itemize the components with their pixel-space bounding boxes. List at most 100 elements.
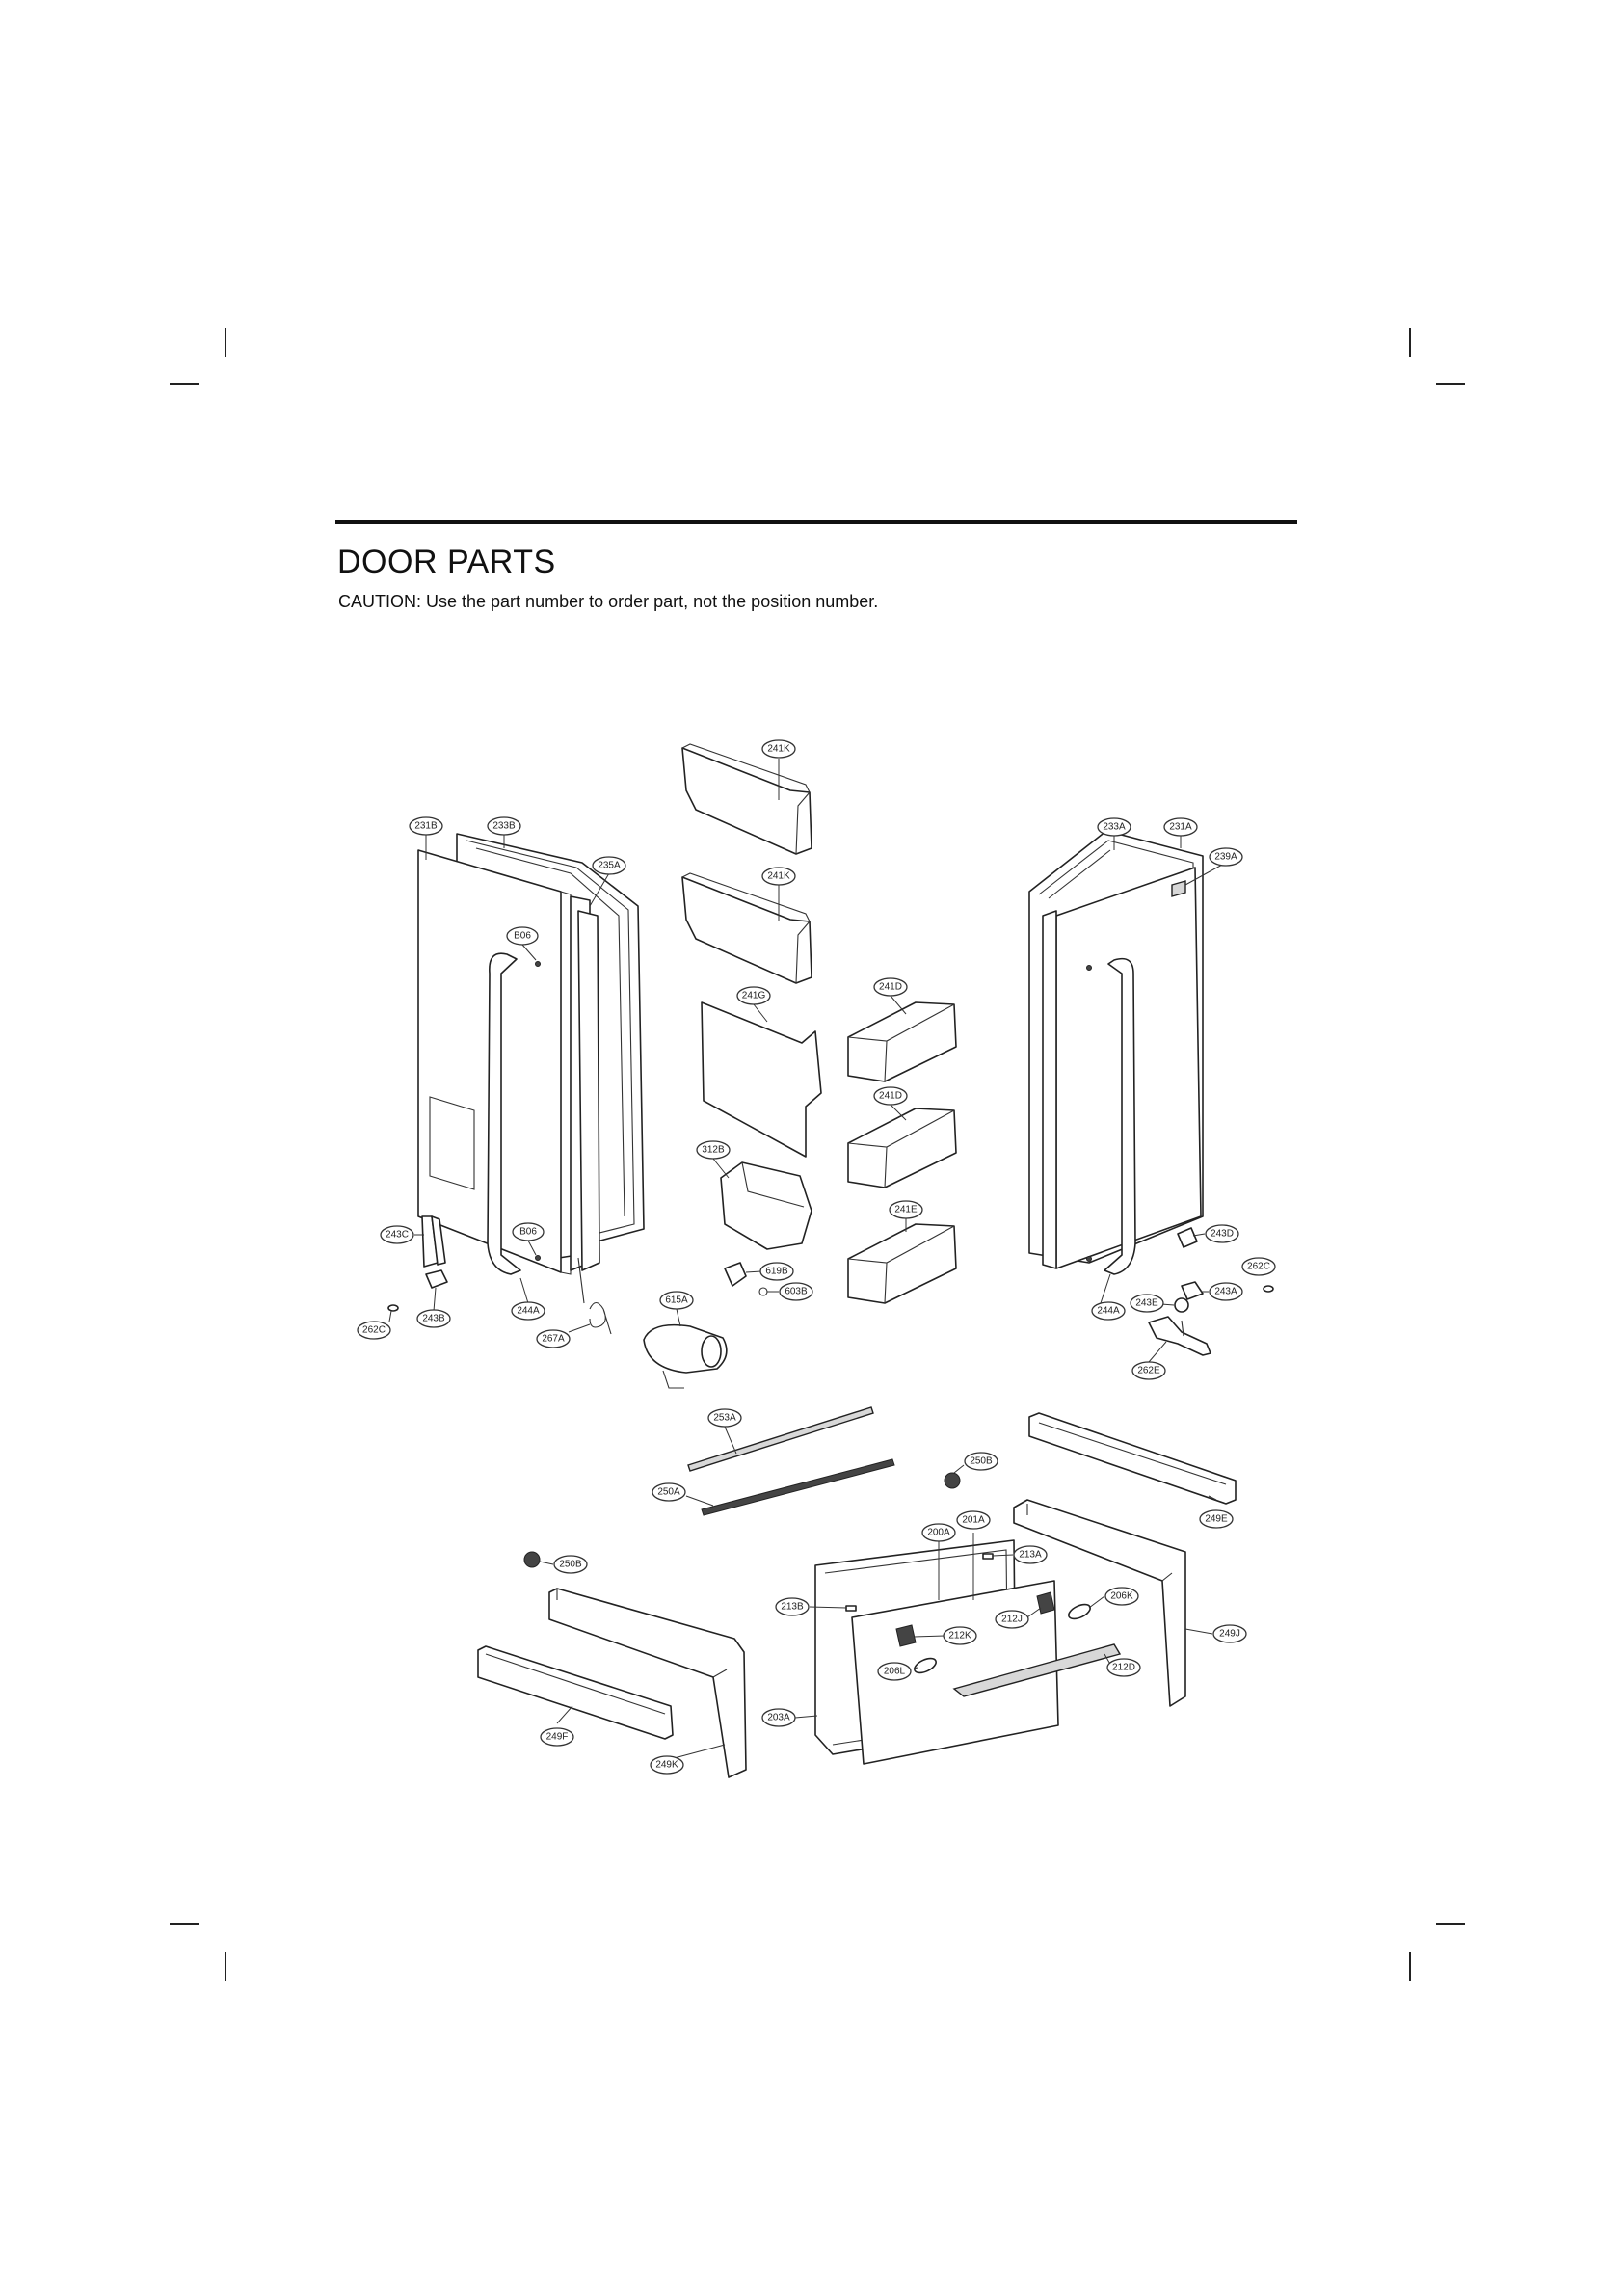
- cap-206l: [914, 1657, 937, 1674]
- svg-text:213A: 213A: [1019, 1550, 1042, 1561]
- door-bin-241k-mid: [681, 876, 812, 984]
- svg-text:203A: 203A: [767, 1713, 790, 1723]
- crop-mark-top-right-horizontal: [1436, 383, 1465, 385]
- callout-243c: 243C: [380, 1225, 414, 1244]
- svg-text:206L: 206L: [884, 1667, 906, 1677]
- svg-text:241E: 241E: [894, 1205, 918, 1215]
- callout-213b: 213B: [775, 1597, 810, 1616]
- callout-243e: 243E: [1130, 1294, 1164, 1313]
- svg-text:243D: 243D: [1211, 1229, 1234, 1240]
- latch-212j: [1036, 1591, 1055, 1615]
- callout-b06-top: B06: [506, 926, 539, 946]
- hinge-cam-243d: [1177, 1227, 1198, 1248]
- svg-text:241K: 241K: [767, 744, 790, 755]
- callout-249j: 249J: [1212, 1624, 1247, 1643]
- slide-249f: [477, 1645, 674, 1740]
- bracket-213b: [845, 1605, 857, 1612]
- door-bin-241e: [847, 1223, 957, 1304]
- callout-231a: 231A: [1163, 817, 1198, 837]
- page-title: DOOR PARTS: [337, 544, 556, 580]
- callout-200a: 200A: [921, 1523, 956, 1542]
- callout-619b: 619B: [759, 1262, 794, 1281]
- callout-233a: 233A: [1097, 817, 1131, 837]
- callout-243a: 243A: [1209, 1282, 1243, 1301]
- svg-text:B06: B06: [519, 1227, 537, 1238]
- svg-text:262E: 262E: [1137, 1366, 1160, 1376]
- callout-203a: 203A: [761, 1708, 796, 1727]
- svg-text:262C: 262C: [362, 1325, 386, 1336]
- callout-250b-top: 250B: [964, 1452, 998, 1471]
- svg-text:B06: B06: [514, 931, 531, 942]
- callout-244a-left: 244A: [511, 1301, 545, 1321]
- washer-262c-right: [1263, 1285, 1274, 1293]
- svg-text:249K: 249K: [655, 1760, 678, 1771]
- cam-243b: [425, 1269, 448, 1289]
- callout-243d: 243D: [1205, 1224, 1239, 1243]
- svg-text:201A: 201A: [962, 1515, 985, 1526]
- callout-231b: 231B: [409, 816, 443, 836]
- drawer-handle-212d: [952, 1643, 1122, 1697]
- callout-262c-left: 262C: [357, 1321, 391, 1340]
- callout-262c-right: 262C: [1241, 1257, 1276, 1276]
- callout-249k: 249K: [650, 1755, 684, 1775]
- callout-233b: 233B: [487, 816, 521, 836]
- svg-text:243B: 243B: [422, 1314, 445, 1324]
- callout-249f: 249F: [540, 1727, 574, 1747]
- leader-lines: [388, 759, 1225, 1761]
- caution-note: CAUTION: Use the part number to order pa…: [338, 592, 879, 611]
- svg-text:235A: 235A: [598, 861, 621, 871]
- callout-253a: 253A: [707, 1408, 742, 1428]
- rail-250a: [701, 1458, 895, 1516]
- callout-212d: 212D: [1106, 1658, 1141, 1677]
- svg-text:241D: 241D: [879, 1091, 902, 1102]
- callout-241k-top: 241K: [761, 739, 796, 759]
- door-bin-241d-top: [847, 1001, 957, 1082]
- callout-603b: 603B: [779, 1282, 813, 1301]
- svg-text:250A: 250A: [657, 1487, 680, 1498]
- svg-text:206K: 206K: [1110, 1591, 1133, 1602]
- hinge-262e: [1148, 1316, 1211, 1356]
- crop-mark-top-left-vertical: [225, 328, 226, 357]
- callout-212k: 212K: [943, 1626, 977, 1645]
- door-bin-241k-top: [681, 747, 812, 855]
- crop-mark-top-left-horizontal: [170, 383, 199, 385]
- drawer-assembly: [477, 1406, 1237, 1778]
- callout-213a: 213A: [1013, 1545, 1048, 1564]
- hinge-cam-243a: [1181, 1281, 1204, 1300]
- callouts: 241K 231B 233B 235A 241K 233A 231A 239A …: [357, 739, 1276, 1775]
- slide-249e: [1028, 1412, 1237, 1505]
- bracket-213a: [982, 1553, 994, 1560]
- bushing-243e: [1174, 1297, 1189, 1313]
- washer-262c-left: [387, 1304, 399, 1312]
- callout-201a: 201A: [956, 1510, 991, 1530]
- svg-text:267A: 267A: [542, 1334, 565, 1345]
- door-bin-241g: [701, 1001, 822, 1158]
- callout-312b: 312B: [696, 1140, 731, 1160]
- callout-b06-bottom: B06: [512, 1222, 545, 1241]
- callout-241g: 241G: [736, 986, 771, 1005]
- callout-206k: 206K: [1104, 1587, 1139, 1606]
- svg-text:212K: 212K: [948, 1631, 971, 1642]
- svg-text:231B: 231B: [414, 821, 438, 832]
- svg-text:619B: 619B: [765, 1267, 788, 1277]
- svg-text:312B: 312B: [702, 1145, 725, 1156]
- screw-b06-bottom: [535, 1255, 541, 1261]
- left-door-handle: [487, 952, 521, 1275]
- callout-235a: 235A: [592, 856, 626, 875]
- screw-b06-top: [535, 961, 541, 967]
- svg-text:244A: 244A: [1097, 1306, 1120, 1317]
- right-door-liner: [1042, 910, 1057, 1269]
- door-bins: [643, 743, 957, 1389]
- slide-249j: [1013, 1499, 1186, 1707]
- water-tank-312b: [720, 1161, 812, 1250]
- svg-text:200A: 200A: [927, 1528, 950, 1538]
- svg-text:249J: 249J: [1219, 1629, 1240, 1640]
- svg-text:241K: 241K: [767, 871, 790, 882]
- svg-text:249E: 249E: [1205, 1514, 1228, 1525]
- svg-text:212J: 212J: [1001, 1615, 1023, 1625]
- callout-250b-left: 250B: [553, 1555, 588, 1574]
- callout-241k-mid: 241K: [761, 867, 796, 886]
- crop-mark-top-right-vertical: [1409, 328, 1411, 357]
- svg-text:603B: 603B: [785, 1287, 808, 1297]
